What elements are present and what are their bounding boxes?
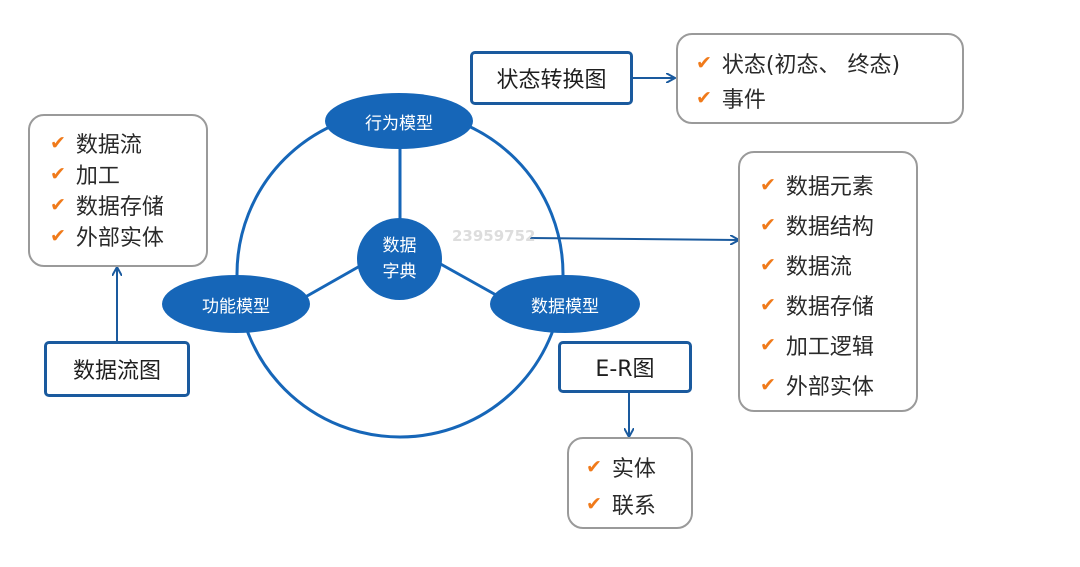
list-item: ✔联系 — [586, 492, 656, 519]
dictionary-line2: 字典 — [382, 262, 417, 282]
node-behavior-model: 行为模型 — [325, 93, 473, 149]
er-list: ✔实体 ✔联系 — [586, 448, 691, 522]
checkmark-icon: ✔ — [696, 86, 712, 109]
dfd-box: 数据流图 — [44, 341, 190, 397]
checkmark-icon: ✔ — [586, 455, 602, 478]
state-diagram-box: 状态转换图 — [470, 51, 633, 105]
watermark-text: 23959752 — [452, 227, 536, 245]
list-item: ✔外部实体 — [50, 224, 164, 251]
list-item: ✔外部实体 — [760, 374, 874, 400]
list-item: ✔事件 — [696, 86, 766, 113]
list-item: ✔数据流 — [760, 254, 852, 280]
state-list: ✔状态(初态、 终态) ✔事件 — [696, 45, 962, 115]
er-box: E-R图 — [558, 341, 692, 393]
checkmark-icon: ✔ — [760, 334, 776, 356]
checkmark-icon: ✔ — [760, 214, 776, 236]
state-list-box: ✔状态(初态、 终态) ✔事件 — [676, 33, 964, 124]
checkmark-icon: ✔ — [586, 492, 602, 515]
checkmark-icon: ✔ — [760, 294, 776, 316]
checkmark-icon: ✔ — [50, 224, 66, 247]
list-item: ✔实体 — [586, 455, 656, 482]
checkmark-icon: ✔ — [50, 162, 66, 185]
list-item: ✔状态(初态、 终态) — [696, 51, 901, 78]
list-item: ✔数据结构 — [760, 214, 874, 240]
list-item: ✔数据存储 — [50, 193, 164, 220]
node-function-model: 功能模型 — [162, 275, 310, 333]
list-item: ✔数据流 — [50, 131, 142, 158]
dfd-list-box: ✔数据流 ✔加工 ✔数据存储 ✔外部实体 — [28, 114, 208, 267]
node-data-model: 数据模型 — [490, 275, 640, 333]
list-item: ✔加工逻辑 — [760, 334, 874, 360]
er-list-box: ✔实体 ✔联系 — [567, 437, 693, 529]
dictionary-line1: 数据 — [382, 236, 417, 256]
checkmark-icon: ✔ — [760, 174, 776, 196]
dfd-list: ✔数据流 ✔加工 ✔数据存储 ✔外部实体 — [50, 127, 206, 251]
checkmark-icon: ✔ — [50, 193, 66, 216]
checkmark-icon: ✔ — [760, 254, 776, 276]
list-item: ✔数据存储 — [760, 294, 874, 320]
list-item: ✔数据元素 — [760, 174, 874, 200]
node-data-dictionary: 数据 字典 — [357, 218, 442, 300]
checkmark-icon: ✔ — [50, 131, 66, 154]
checkmark-icon: ✔ — [696, 51, 712, 74]
checkmark-icon: ✔ — [760, 374, 776, 396]
dictionary-list-box: ✔数据元素 ✔数据结构 ✔数据流 ✔数据存储 ✔加工逻辑 ✔外部实体 — [738, 151, 918, 412]
arrow-dictionary-to-list — [529, 238, 738, 240]
list-item: ✔加工 — [50, 162, 120, 189]
dictionary-list: ✔数据元素 ✔数据结构 ✔数据流 ✔数据存储 ✔加工逻辑 ✔外部实体 — [760, 165, 916, 405]
connector-dictionary-function — [299, 260, 368, 302]
